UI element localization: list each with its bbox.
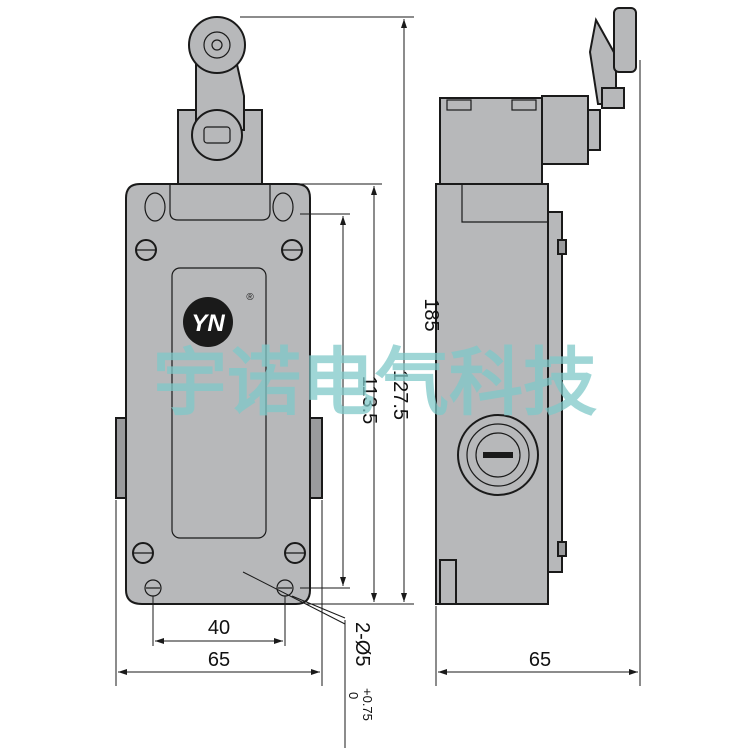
side-cover-screw-bottom [557,541,567,557]
head-recess [169,184,271,221]
side-head-notch-right [511,99,537,111]
side-roller [613,7,637,73]
side-cover-screw-top [557,239,567,255]
hole-leader-1 [242,571,346,625]
hole-spec-prefix: 2-Ø5 [351,622,373,666]
right-flange [309,417,323,499]
side-view [435,7,637,605]
dim-40-label: 40 [208,617,230,639]
dim-65-side-label: 65 [529,649,551,671]
side-base-flange [439,559,457,605]
side-actuator-block [541,95,589,165]
pivot-screw-slot [203,126,231,144]
hole-leader-2 [291,595,346,619]
logo-disc [183,297,233,347]
front-view: YN ® [115,16,323,605]
cover-screw-bl [132,542,154,564]
dimension-lines [115,16,641,748]
roller-lever [177,16,263,187]
side-head [439,97,543,187]
dim-113-label: 113.5 [358,376,380,425]
side-body [435,183,549,605]
cover-screw-tl [135,239,157,261]
company-watermark: 宇诺电气科技 [153,340,597,426]
roller-hub [203,31,231,59]
side-cover-plate [547,211,563,573]
dimension-labels: 185 127.5 113.5 40 65 65 2-Ø5 +0.75 0 [208,298,551,721]
registered-mark: ® [246,292,254,303]
side-lever-clamp [601,87,625,109]
dim-65-front-label: 65 [208,649,230,671]
hole-spec-upper: +0.75 [360,688,375,721]
dim-127-label: 127.5 [389,370,411,420]
label-plate [171,267,267,539]
logo-letters: YN [191,310,225,337]
roller-wheel [188,16,246,74]
cover-screw-br [284,542,306,564]
side-cable-gland [457,414,539,496]
brand-logo: YN ® [183,292,254,347]
side-shaft [587,109,601,151]
side-body-step [461,184,548,223]
top-left-slot [144,192,166,222]
hole-spec: 2-Ø5 +0.75 0 [346,622,375,721]
dim-185-label: 185 [420,298,442,331]
hole-spec-lower: 0 [346,692,361,699]
top-right-slot [272,192,294,222]
side-head-notch-left [446,99,472,111]
cover-screw-tr [281,239,303,261]
roller-axle [211,39,223,51]
lever-pivot [191,109,243,161]
